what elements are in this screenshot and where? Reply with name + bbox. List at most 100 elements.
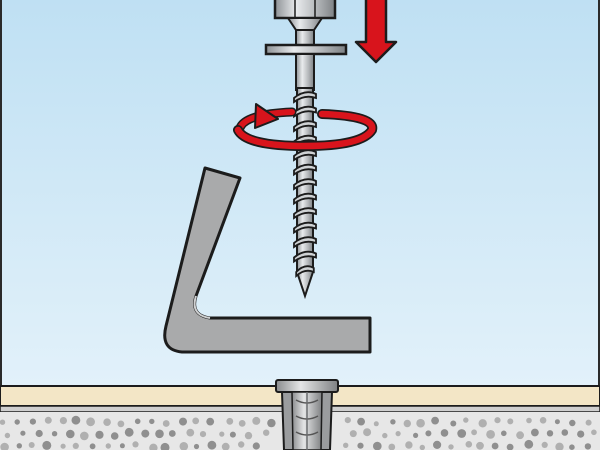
aggregate-stone	[42, 440, 52, 450]
screw-thread-turn	[293, 120, 317, 133]
aggregate-stone	[465, 441, 473, 448]
aggregate-stone	[132, 441, 139, 448]
aggregate-stone	[425, 430, 432, 437]
aggregate-stone	[561, 429, 569, 436]
aggregate-stone	[28, 442, 35, 448]
aggregate-stone	[44, 416, 52, 424]
aggregate-stone	[186, 428, 195, 437]
screw-thread-turn	[293, 149, 317, 162]
aggregate-stone	[457, 429, 467, 438]
aggregate-stone	[448, 444, 454, 450]
aggregate-stone	[80, 431, 89, 441]
aggregate-stone	[476, 441, 484, 450]
concrete-aggregate	[0, 415, 597, 450]
aggregate-stone	[357, 442, 364, 449]
aggregate-stone	[363, 428, 372, 437]
aggregate-stone	[403, 419, 411, 428]
aggregate-stone	[141, 429, 150, 438]
aggregate-stone	[162, 420, 170, 427]
aggregate-stone	[440, 429, 449, 437]
aggregate-stone	[72, 442, 79, 449]
screw-thread-turn	[293, 236, 317, 249]
rotation-arrow	[233, 103, 378, 152]
aggregate-stone	[343, 442, 349, 448]
aggregate-stone	[16, 443, 22, 449]
aggregate-stone	[149, 418, 155, 425]
aggregate-stone	[29, 418, 36, 425]
screw-thread-turn	[293, 192, 317, 206]
aggregate-stone	[491, 442, 499, 450]
screw-thread-turn	[293, 105, 317, 119]
aggregate-stone	[219, 431, 225, 437]
aggregate-stone	[4, 432, 11, 439]
aggregate-stone	[20, 430, 26, 436]
aggregate-stone	[546, 430, 554, 437]
aggregate-stone	[60, 443, 66, 449]
aggregate-stone	[59, 417, 67, 425]
aggregate-stone	[433, 440, 442, 449]
screw-thread-turn	[293, 250, 317, 264]
aggregate-stone	[179, 442, 189, 450]
aggregate-stone	[555, 442, 564, 450]
aggregate-stone	[244, 431, 253, 440]
aggregate-stone	[584, 443, 592, 450]
aggregate-stone	[51, 431, 58, 437]
aggregate-stone	[569, 444, 575, 450]
aggregate-stone	[524, 439, 534, 449]
aggregate-stone	[66, 429, 75, 439]
aggregate-stone	[554, 419, 560, 425]
aggregate-stone	[373, 421, 379, 427]
screw-thread-turn	[293, 207, 317, 220]
aggregate-stone	[494, 417, 501, 424]
aggregate-stone	[541, 441, 548, 448]
aggregate-stone	[0, 419, 6, 425]
aggregate-stone	[193, 443, 200, 450]
bracket-bend-highlight	[193, 295, 211, 319]
aggregate-stone	[390, 419, 396, 425]
aggregate-stone	[395, 431, 401, 437]
aggregate-stone	[252, 416, 261, 425]
aggregate-stone	[388, 443, 396, 450]
screw	[264, 0, 348, 300]
aggregate-stone	[105, 443, 112, 449]
aggregate-stone	[577, 430, 585, 438]
aggregate-stone	[89, 443, 96, 450]
wall-plug	[275, 379, 339, 450]
aggregate-stone	[207, 440, 217, 450]
screw-thread-turn	[295, 265, 315, 279]
aggregate-stone	[86, 417, 95, 427]
aggregate-stone	[117, 420, 125, 428]
aggregate-stone	[591, 429, 597, 436]
aggregate-stone	[478, 419, 487, 428]
aggregate-stone	[110, 432, 119, 440]
left-frame-line	[0, 0, 2, 386]
aggregate-stone	[192, 417, 200, 425]
aggregate-stone	[229, 431, 236, 438]
aggregate-stone	[199, 431, 207, 438]
aggregate-stone	[263, 429, 270, 436]
aggregate-stone	[160, 442, 170, 450]
aggregate-stone	[149, 443, 158, 450]
aggregate-stone	[382, 432, 388, 439]
aggregate-stone	[14, 419, 20, 425]
screw-hex-head	[273, 0, 337, 20]
aggregate-stone	[168, 430, 176, 437]
aggregate-stone	[349, 430, 357, 438]
aggregate-stone	[413, 432, 419, 438]
aggregate-stone	[357, 417, 365, 426]
screw-thread-turn	[293, 163, 317, 177]
aggregate-stone	[419, 444, 425, 450]
aggregate-stone	[344, 417, 351, 424]
aggregate-stone	[463, 417, 469, 423]
aggregate-stone	[416, 418, 425, 428]
aggregate-stone	[221, 442, 230, 450]
aggregate-stone	[526, 417, 532, 424]
aggregate-stone	[124, 427, 134, 437]
aggregate-stone	[0, 442, 9, 450]
aggregate-stone	[71, 415, 81, 425]
aggregate-stone	[405, 441, 413, 449]
aggregate-stone	[501, 430, 507, 437]
aggregate-stone	[569, 419, 576, 427]
aggregate-stone	[206, 417, 215, 426]
